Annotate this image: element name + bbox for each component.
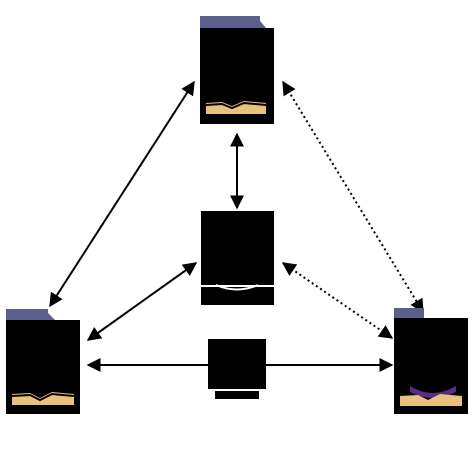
node-bottom-center <box>208 339 266 399</box>
node-right <box>394 308 468 414</box>
edge-top-left <box>49 80 195 308</box>
node-center <box>201 211 274 305</box>
server-box-icon <box>201 211 274 305</box>
edge-center-right <box>281 262 394 339</box>
edges-group <box>49 80 424 372</box>
person-hooded-icon <box>394 308 468 414</box>
edge-center-left <box>86 262 198 341</box>
monitor-icon <box>208 339 266 399</box>
node-top <box>200 16 274 124</box>
database-person-icon <box>6 309 80 414</box>
database-person-icon <box>200 16 274 124</box>
node-left <box>6 309 80 414</box>
